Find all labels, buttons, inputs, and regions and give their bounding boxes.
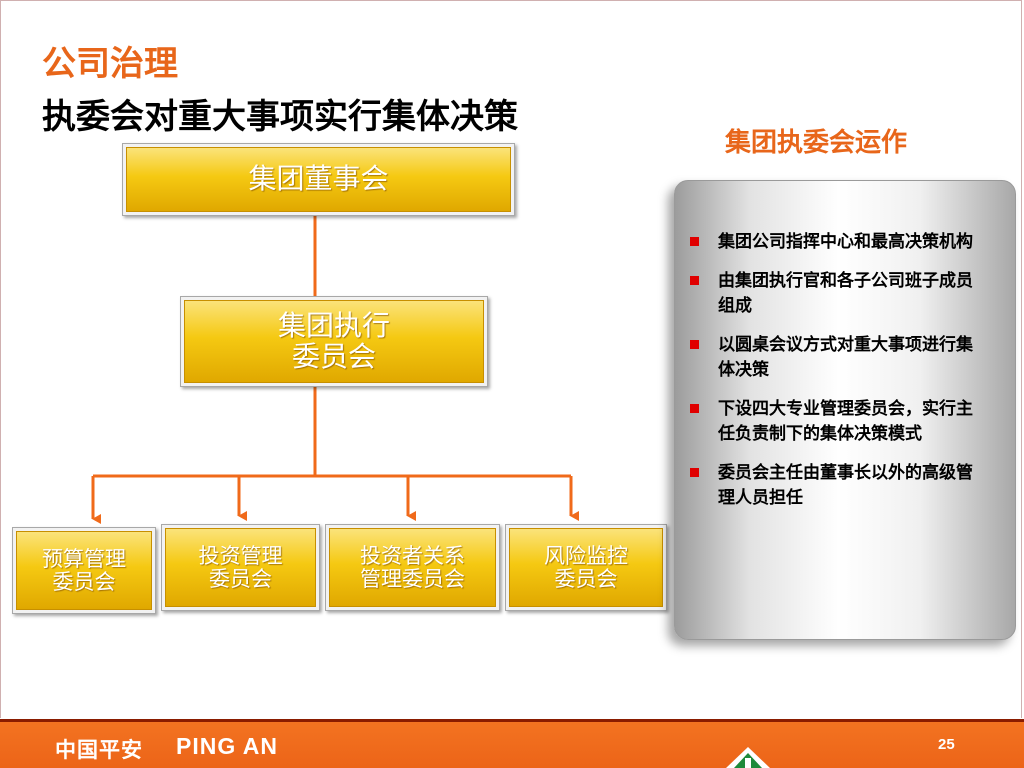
slide-title: 公司治理 <box>42 44 178 84</box>
square-bullet-icon <box>690 404 699 413</box>
bullet-item: 以圆桌会议方式对重大事项进行集体决策 <box>690 333 980 383</box>
ping-an-emblem-icon <box>726 747 770 768</box>
bullet-item: 委员会主任由董事长以外的高级管理人员担任 <box>690 461 980 511</box>
page-number: 25 <box>938 736 955 753</box>
square-bullet-icon <box>690 468 699 477</box>
logo-chinese-text: 中国平安 <box>55 738 143 762</box>
node-executive-committee-label: 集团执行 委员会 <box>184 300 484 383</box>
node-group-board: 集团董事会 <box>122 143 515 216</box>
slide-frame <box>0 0 1022 718</box>
square-bullet-icon <box>690 340 699 349</box>
node-risk-committee-label: 风险监控 委员会 <box>509 528 663 607</box>
bullet-item: 集团公司指挥中心和最高决策机构 <box>690 230 980 255</box>
bullet-item: 下设四大专业管理委员会，实行主任负责制下的集体决策模式 <box>690 397 980 447</box>
org-chart-connectors <box>91 216 579 524</box>
executive-operation-panel: 集团公司指挥中心和最高决策机构 由集团执行官和各子公司班子成员组成 以圆桌会议方… <box>674 180 1016 640</box>
node-investment-committee: 投资管理 委员会 <box>161 524 320 611</box>
bullet-text: 由集团执行官和各子公司班子成员组成 <box>718 271 973 316</box>
node-executive-committee: 集团执行 委员会 <box>180 296 488 387</box>
node-risk-committee: 风险监控 委员会 <box>505 524 667 611</box>
node-investment-committee-label: 投资管理 委员会 <box>165 528 316 607</box>
logo-english-text: PING AN <box>176 733 278 759</box>
node-investor-relations-committee: 投资者关系 管理委员会 <box>325 524 500 611</box>
square-bullet-icon <box>690 237 699 246</box>
bullet-text: 集团公司指挥中心和最高决策机构 <box>718 232 973 252</box>
square-bullet-icon <box>690 276 699 285</box>
bullet-item: 由集团执行官和各子公司班子成员组成 <box>690 269 980 319</box>
node-budget-committee: 预算管理 委员会 <box>12 527 156 614</box>
bullet-text: 委员会主任由董事长以外的高级管理人员担任 <box>718 463 973 508</box>
panel-bullet-list: 集团公司指挥中心和最高决策机构 由集团执行官和各子公司班子成员组成 以圆桌会议方… <box>690 230 980 525</box>
panel-heading: 集团执委会运作 <box>725 128 908 158</box>
bullet-text: 以圆桌会议方式对重大事项进行集体决策 <box>718 335 973 380</box>
footer-divider <box>0 719 1024 722</box>
slide-subtitle: 执委会对重大事项实行集体决策 <box>42 97 518 137</box>
footer-bar: 中国平安 PING AN 25 <box>0 722 1024 768</box>
bullet-text: 下设四大专业管理委员会，实行主任负责制下的集体决策模式 <box>718 399 973 444</box>
node-group-board-label: 集团董事会 <box>126 147 511 212</box>
node-investor-relations-committee-label: 投资者关系 管理委员会 <box>329 528 496 607</box>
node-budget-committee-label: 预算管理 委员会 <box>16 531 152 610</box>
